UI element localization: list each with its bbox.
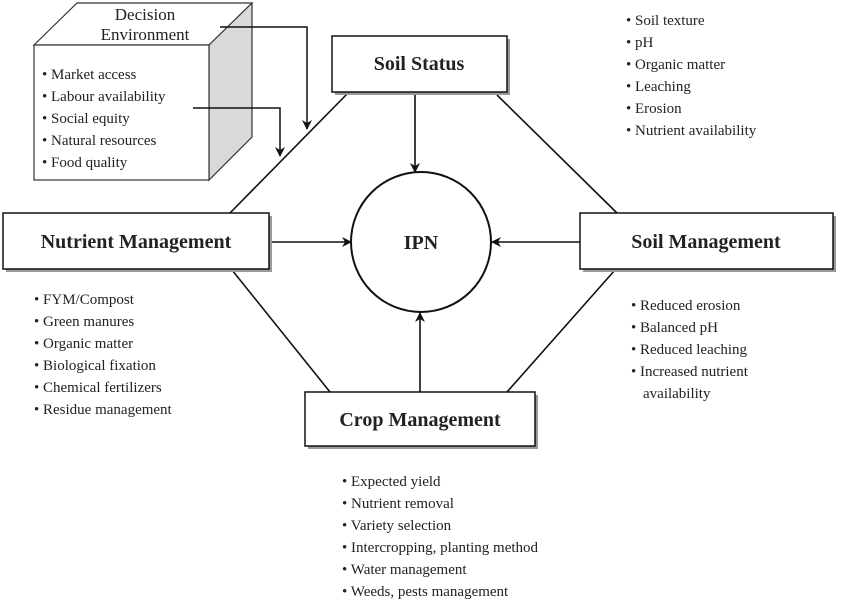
cube-front-face	[33, 44, 210, 181]
list-item: • Social equity	[42, 111, 130, 127]
soil-management-list: • Reduced erosion • Balanced pH • Reduce…	[631, 298, 749, 402]
soil-management-box: Soil Management	[579, 212, 836, 272]
decision-arrow-1	[220, 26, 312, 130]
list-item: • FYM/Compost	[34, 292, 135, 308]
decision-environment-list: • Market access • Labour availability • …	[42, 67, 166, 171]
list-item: • Market access	[42, 67, 137, 83]
list-item: • Organic matter	[34, 336, 133, 352]
list-item: • Soil texture	[626, 13, 705, 29]
ipn-circle	[350, 171, 492, 313]
soil-status-box: Soil Status	[331, 35, 510, 95]
decision-arrow-2	[193, 107, 285, 157]
list-item: • Variety selection	[342, 518, 452, 534]
crop-management-box: Crop Management	[304, 391, 538, 449]
decision-environment-box: Decision Environment • Market access • L…	[32, 1, 254, 182]
ipn-arrows	[270, 93, 580, 392]
soil-status-list: • Soil texture • pH • Organic matter • L…	[626, 13, 757, 139]
list-item: • Chemical fertilizers	[34, 380, 162, 396]
list-item: • Labour availability	[42, 89, 166, 105]
decision-environment-title-1: Decision	[115, 5, 176, 24]
list-item: • Erosion	[626, 101, 682, 117]
nutrient-management-title: Nutrient Management	[41, 231, 232, 253]
list-item: • Biological fixation	[34, 358, 156, 374]
list-item: • Nutrient removal	[342, 496, 454, 512]
list-item: • Reduced erosion	[631, 298, 741, 314]
list-item: • Intercropping, planting method	[342, 540, 539, 556]
nutrient-management-list: • FYM/Compost • Green manures • Organic …	[34, 292, 173, 418]
list-item-continuation: availability	[643, 386, 711, 402]
list-item: • Green manures	[34, 314, 134, 330]
crop-management-title: Crop Management	[339, 409, 501, 431]
ipn-label: IPN	[404, 232, 439, 254]
crop-management-list: • Expected yield • Nutrient removal • Va…	[342, 474, 539, 600]
nutrient-management-box: Nutrient Management	[2, 212, 272, 272]
list-item: • Leaching	[626, 79, 691, 95]
list-item: • pH	[626, 35, 654, 51]
soil-management-title: Soil Management	[631, 231, 781, 253]
list-item: • Natural resources	[42, 133, 157, 149]
decision-environment-title-2: Environment	[101, 25, 190, 44]
list-item: • Residue management	[34, 402, 173, 418]
list-item: • Balanced pH	[631, 320, 718, 336]
list-item: • Expected yield	[342, 474, 441, 490]
list-item: • Nutrient availability	[626, 123, 757, 139]
soil-status-title: Soil Status	[374, 53, 465, 75]
list-item: • Reduced leaching	[631, 342, 748, 358]
octagon-connectors	[229, 92, 618, 393]
list-item: • Water management	[342, 562, 467, 578]
list-item: • Increased nutrient	[631, 364, 749, 380]
list-item: • Weeds, pests management	[342, 584, 509, 600]
list-item: • Food quality	[42, 155, 128, 171]
list-item: • Organic matter	[626, 57, 725, 73]
